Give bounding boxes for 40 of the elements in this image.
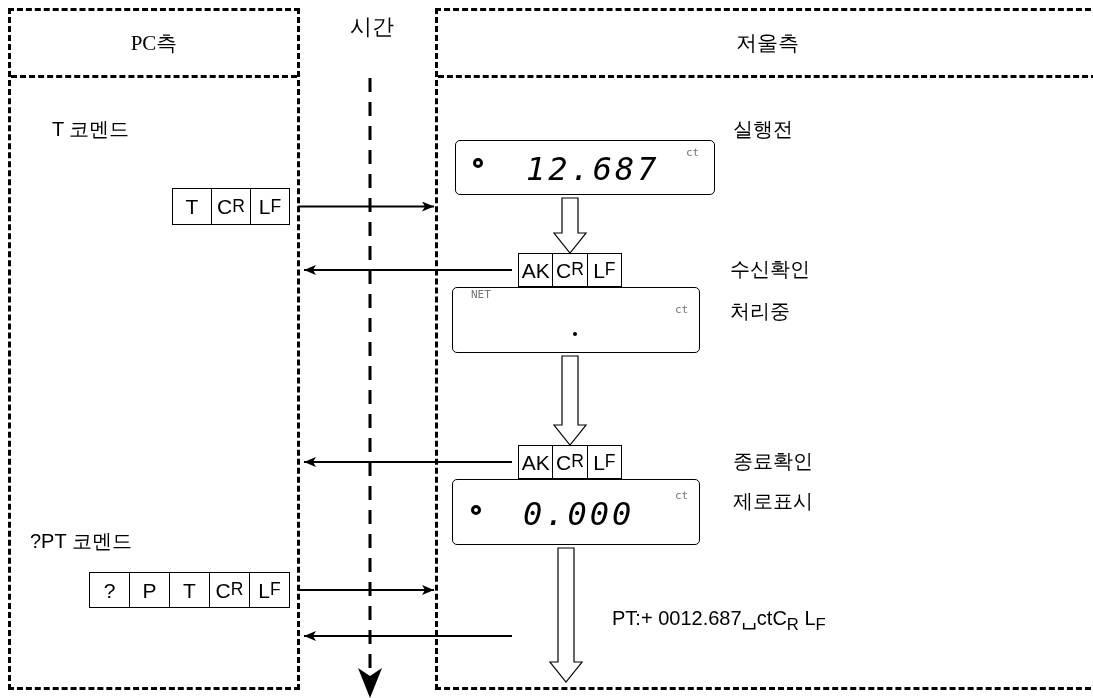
command-label: ?PT 코멘드: [30, 529, 132, 554]
command-box: [89, 572, 290, 608]
display-panel: [455, 140, 715, 195]
code-character: AK: [520, 449, 551, 476]
command-box: [518, 445, 622, 479]
command-label: T 코멘드: [52, 117, 130, 142]
hollow-arrow: [552, 197, 588, 254]
indicator-label: NET: [471, 289, 491, 300]
lane-heading: PC측: [130, 30, 178, 57]
code-character: P: [129, 573, 169, 607]
display-reading: 12.687: [526, 153, 660, 185]
axis-label: 시간: [350, 13, 394, 41]
status-caption: 종료확인: [733, 449, 813, 474]
arrow: [303, 631, 513, 641]
code-character: T: [184, 194, 200, 220]
lane-panel: [435, 8, 1093, 690]
response-text: PT:+ 0012.687␣ctC$_{R}$ L$_{F}$: [612, 606, 826, 635]
command-box: [172, 188, 290, 225]
code-character: ?: [102, 577, 117, 604]
status-caption: 실행전: [733, 117, 793, 142]
indicator-label: ct: [686, 147, 700, 158]
status-caption: 제로표시: [733, 489, 813, 514]
indicator-label: ct: [675, 304, 689, 315]
code-character: AK: [520, 257, 551, 284]
hollow-arrow: [552, 355, 588, 446]
arrow: [303, 265, 513, 275]
indicator-label: ct: [675, 490, 689, 501]
lane-heading: 저울측: [736, 30, 799, 57]
code-character: T: [169, 573, 209, 607]
hollow-arrow: [548, 547, 584, 683]
arrow: [297, 585, 435, 595]
display-panel: [452, 287, 700, 353]
arrow: [303, 457, 513, 467]
arrow: [297, 201, 435, 212]
display-reading: 0.000: [523, 498, 635, 530]
display-panel: [452, 479, 700, 545]
status-caption: 수신확인: [730, 257, 810, 282]
lane-panel: [8, 8, 300, 690]
command-box: [518, 253, 622, 287]
status-caption: 처리중: [730, 299, 790, 324]
